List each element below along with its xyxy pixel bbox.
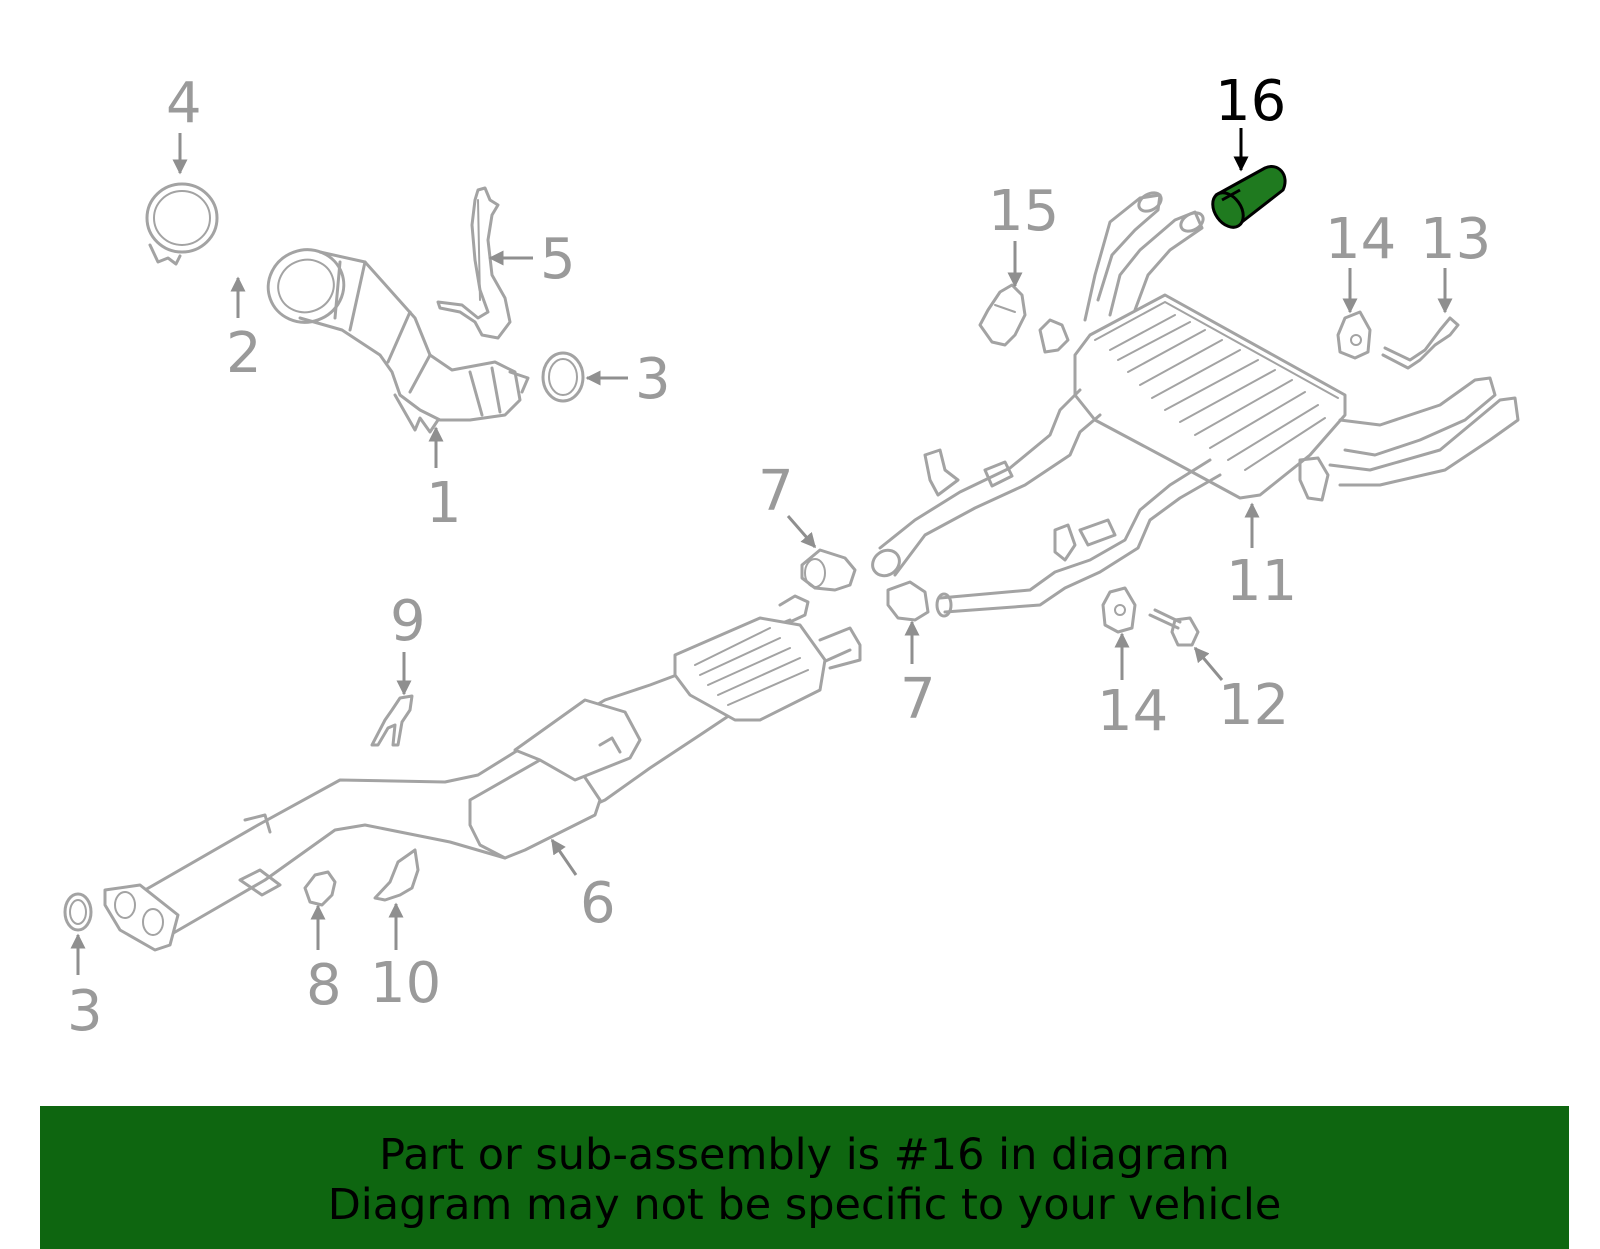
part-14-mount-lower[interactable] bbox=[1101, 586, 1137, 634]
part-16-exhaust-tip[interactable] bbox=[1206, 165, 1287, 234]
part-8-hanger[interactable] bbox=[303, 870, 337, 907]
callout-3-lower: 3 bbox=[67, 979, 103, 1044]
callout-7-upper: 7 bbox=[758, 459, 794, 524]
part-10-bracket[interactable] bbox=[373, 848, 420, 902]
callout-1: 1 bbox=[426, 471, 462, 536]
callout-3-upper: 3 bbox=[635, 347, 671, 412]
callout-6: 6 bbox=[580, 871, 616, 936]
part-1-catalytic-converter[interactable] bbox=[258, 239, 530, 434]
banner-line-1: Part or sub-assembly is #16 in diagram bbox=[379, 1129, 1230, 1180]
part-3-gasket-upper[interactable] bbox=[541, 351, 585, 403]
part-7-clamp-upper[interactable] bbox=[800, 548, 857, 592]
part-3-gasket-lower[interactable] bbox=[63, 892, 93, 932]
callout-7-lower: 7 bbox=[900, 667, 936, 732]
part-9-bracket[interactable] bbox=[370, 694, 414, 747]
callout-11: 11 bbox=[1226, 549, 1297, 614]
part-12-bolt[interactable] bbox=[1148, 608, 1200, 647]
banner-line-2: Diagram may not be specific to your vehi… bbox=[327, 1179, 1282, 1230]
callout-9: 9 bbox=[390, 589, 426, 654]
callout-16: 16 bbox=[1215, 69, 1286, 134]
callout-12: 12 bbox=[1218, 673, 1289, 738]
leader-arrows bbox=[70, 128, 1453, 975]
part-5-bracket[interactable] bbox=[436, 186, 512, 340]
callout-8: 8 bbox=[306, 953, 342, 1018]
callout-2: 2 bbox=[226, 321, 262, 386]
callout-10: 10 bbox=[370, 951, 441, 1016]
part-13-sensor[interactable] bbox=[1381, 316, 1460, 370]
callout-5: 5 bbox=[540, 227, 576, 292]
callout-13: 13 bbox=[1420, 207, 1491, 272]
part-4-clamp[interactable] bbox=[145, 182, 219, 266]
callout-14-lower: 14 bbox=[1097, 679, 1168, 744]
callout-14-upper: 14 bbox=[1325, 207, 1396, 272]
info-banner: Part or sub-assembly is #16 in diagram D… bbox=[40, 1106, 1569, 1249]
part-15-sensor-bracket[interactable] bbox=[978, 283, 1027, 347]
callout-4: 4 bbox=[166, 71, 202, 136]
callout-15: 15 bbox=[988, 179, 1059, 244]
part-7-clamp-lower[interactable] bbox=[886, 580, 930, 622]
part-11-rear-silencer[interactable] bbox=[868, 189, 1520, 618]
part-14-mount-upper[interactable] bbox=[1336, 310, 1372, 360]
part-6-center-pipe[interactable] bbox=[103, 594, 862, 952]
